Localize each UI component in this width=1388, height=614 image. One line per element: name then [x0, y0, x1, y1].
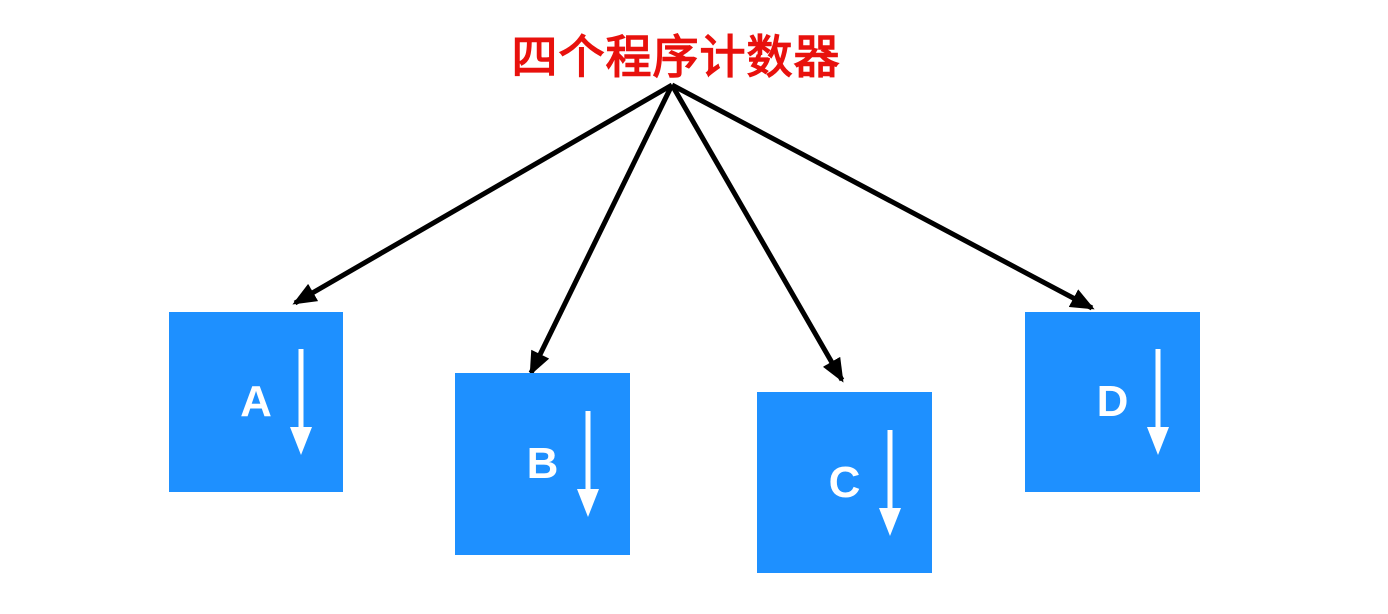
- node-C: C: [757, 392, 932, 573]
- node-label: D: [1096, 377, 1129, 426]
- node-label: B: [526, 439, 559, 488]
- node-label: C: [828, 457, 861, 507]
- connector-arrow-d: [670, 82, 1095, 311]
- down-arrow-icon: [290, 349, 312, 455]
- diagram-title: 四个程序计数器: [511, 31, 841, 83]
- node-label: A: [240, 377, 272, 426]
- connector-arrow-b: [528, 83, 675, 376]
- connector-arrow-a: [292, 82, 674, 306]
- down-arrow-icon: [879, 429, 901, 536]
- node-D: D: [1025, 312, 1200, 492]
- connector-arrow-c: [669, 83, 845, 383]
- node-B: B: [455, 373, 630, 555]
- down-arrow-icon: [1147, 349, 1169, 455]
- node-A: A: [169, 312, 343, 492]
- down-arrow-icon: [577, 411, 599, 517]
